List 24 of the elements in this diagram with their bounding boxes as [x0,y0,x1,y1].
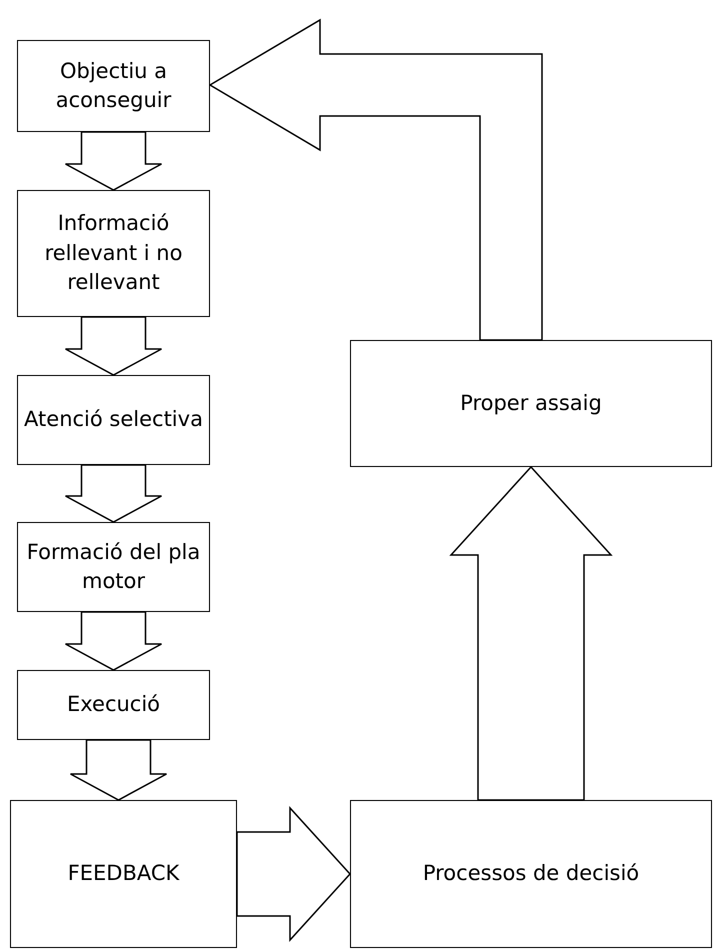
box-label: Atenció selectiva [24,406,203,434]
box-label: Proper assaig [460,390,602,417]
box-label: Execució [66,691,160,718]
process-box [17,375,210,465]
process-box [17,522,210,612]
process-box [17,190,210,317]
box-label: Objectiu a aconseguir [54,58,172,114]
block-arrow [208,18,543,341]
process-box [350,800,712,948]
box-label: Formació del pla motor [26,538,202,595]
process-box [350,340,712,467]
block-arrow [70,739,168,801]
block-arrow [236,806,352,942]
process-box [17,670,210,740]
block-arrow [449,466,613,801]
process-box [17,40,210,132]
process-box [10,800,237,948]
block-arrow [64,611,162,671]
block-arrow [64,464,162,523]
box-label: FEEDBACK [68,860,180,888]
box-label: Processos de decisió [422,860,640,888]
box-label: Informació rellevant i no rellevant [44,210,184,296]
block-arrow [64,316,162,376]
block-arrow [64,131,162,191]
